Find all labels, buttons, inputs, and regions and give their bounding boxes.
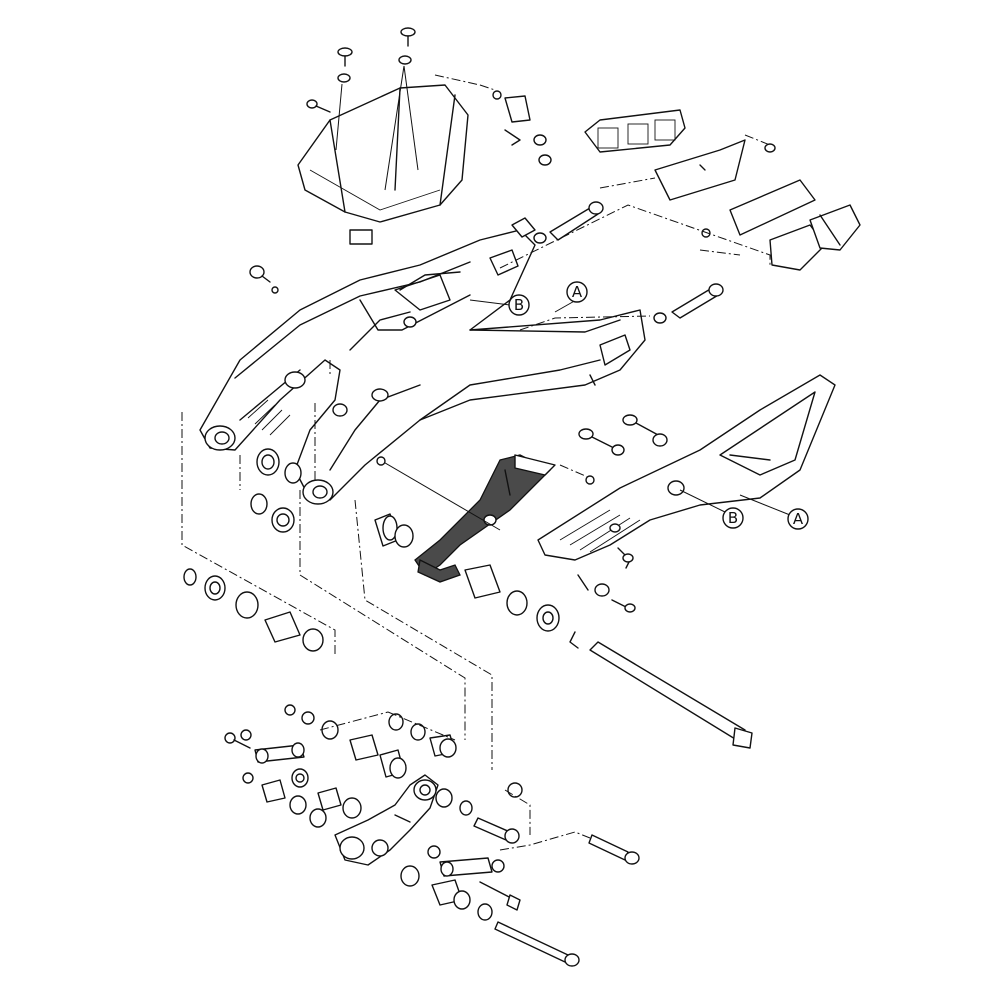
chain-slider	[414, 454, 556, 583]
callout-b-upper-label: B	[514, 296, 524, 314]
relay-arm	[334, 774, 439, 866]
pivot-shaft	[589, 641, 753, 749]
lower-connecting-rod	[427, 845, 505, 877]
swingarm	[199, 229, 646, 505]
pivot-bearing-set-left	[250, 448, 302, 533]
label-sticker-left	[349, 229, 373, 245]
callout-a-upper: A	[554, 281, 588, 313]
relay-arm-bolt	[473, 817, 520, 844]
callout-a-lower: A	[739, 494, 809, 530]
link-bushing-stack	[183, 568, 324, 652]
chain-adjuster-bolt-upper	[533, 201, 604, 244]
label-sticker-right	[511, 217, 536, 238]
chain-guard-clip	[617, 547, 634, 569]
lower-collars	[400, 865, 493, 921]
pivot-cap	[249, 265, 279, 294]
long-through-bolt-upper	[479, 881, 521, 911]
license-bracket	[654, 139, 746, 201]
mudguard-side-bolt	[306, 99, 331, 113]
mudguard-screw-right	[398, 27, 416, 65]
chain-guard-lower-bolt	[577, 574, 636, 613]
chain-guard-bolts	[578, 414, 668, 456]
relay-arm-collars	[435, 782, 531, 835]
hose-bracket	[504, 95, 552, 166]
callout-a-lower-label: A	[793, 510, 804, 528]
relay-mount-bolt	[499, 831, 640, 865]
callout-b-lower-label: B	[728, 509, 738, 527]
callout-b-lower: B	[679, 489, 744, 529]
rear-reflector-lower	[729, 179, 861, 271]
rear-mudguard	[297, 84, 469, 223]
callout-a-upper-label: A	[572, 283, 583, 301]
callout-b-upper: B	[469, 294, 530, 316]
chain-guard	[537, 374, 836, 561]
mudguard-screw-left	[337, 47, 353, 83]
chain-adjuster-bolt-lower	[653, 283, 724, 324]
connecting-rod	[224, 729, 309, 788]
pivot-bearing-set-right	[374, 513, 579, 649]
link-collars-upper	[284, 704, 457, 761]
long-through-bolt-lower	[494, 921, 580, 967]
link-collars-middle	[242, 749, 407, 828]
rear-reflector-upper	[584, 109, 686, 153]
